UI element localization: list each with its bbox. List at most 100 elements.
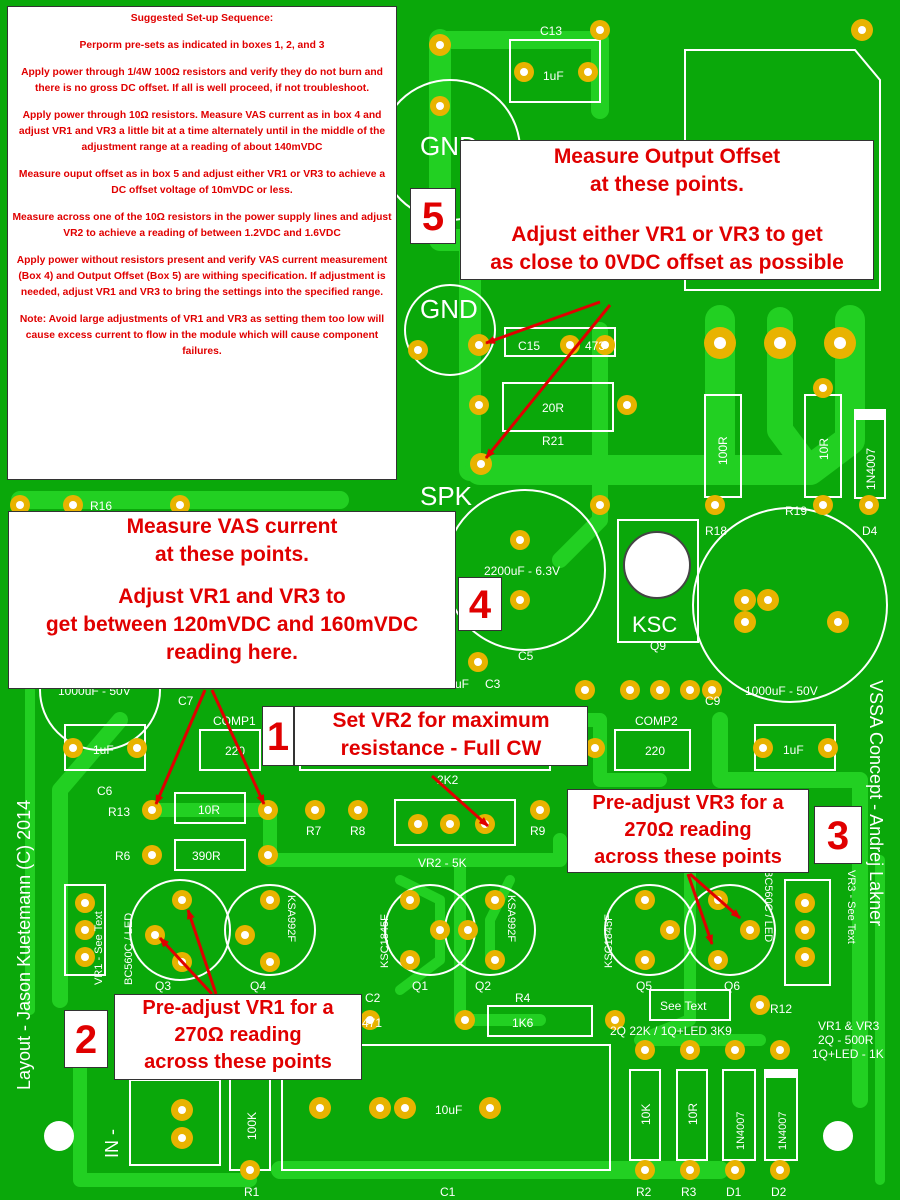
- r13-label: R13: [108, 805, 130, 819]
- vr-note-1: VR1 & VR3: [818, 1019, 880, 1033]
- setup-step: Measure across one of the 10Ω resistors …: [12, 212, 392, 239]
- c9-label: C9: [705, 694, 721, 708]
- vr-note-2: 2Q - 500R: [818, 1033, 874, 1047]
- setup-step: Apply power without resistors present an…: [16, 255, 388, 298]
- q2-label: Q2: [475, 979, 491, 993]
- q4-type: KSA992F: [285, 895, 297, 942]
- box1-line: Set VR2 for maximum: [332, 709, 550, 732]
- r9-label: R9: [530, 824, 546, 838]
- concept-credit: VSSA Concept - Andrej Lakner: [866, 680, 886, 926]
- arrow-vr1-a: [158, 936, 214, 996]
- q6-type: BC560C / LED: [762, 870, 774, 942]
- d2-value: 1N4007: [777, 1111, 789, 1150]
- arrow-vas-a: [154, 689, 207, 805]
- r1-value: 100K: [245, 1112, 259, 1140]
- d4-label: D4: [862, 524, 878, 538]
- box4-line: Measure VAS current: [126, 515, 338, 538]
- d2-label: D2: [771, 1185, 787, 1199]
- arrow-vas-b: [210, 689, 266, 805]
- box-number-2: 2: [64, 1010, 108, 1068]
- q3-type: BC560C / LED: [123, 913, 135, 985]
- r12-label: R12: [770, 1002, 792, 1016]
- box3-line: Pre-adjust VR3 for a: [592, 792, 784, 814]
- box3-line: 270Ω reading: [624, 819, 752, 841]
- q3-label: Q3: [155, 979, 171, 993]
- r16-label: R16: [90, 499, 112, 513]
- q2-type: KSA992F: [505, 895, 517, 942]
- box4-spacer: [9, 569, 455, 583]
- c2-value: 471: [362, 1016, 382, 1030]
- q5-type: KSC1845F: [603, 914, 615, 968]
- r3-value: 10R: [686, 1103, 700, 1125]
- setup-sequence-note: Suggested Set-up Sequence: Perporm pre-s…: [7, 6, 397, 480]
- c2-label: C2: [365, 991, 381, 1005]
- setup-step: Perporm pre-sets as indicated in boxes 1…: [79, 40, 325, 51]
- diode-band-icon: [765, 1070, 797, 1078]
- vr-note-3: 1Q+LED - 1K: [812, 1047, 884, 1061]
- arrow-vr3-a: [686, 873, 714, 945]
- in-label: IN -: [102, 1129, 122, 1158]
- arrow-offset-b: [484, 304, 612, 459]
- r21-label: R21: [542, 434, 564, 448]
- arrow-vr1-b: [186, 909, 218, 995]
- r4-label: R4: [515, 991, 531, 1005]
- vas-current-note: Measure VAS current at these points. Adj…: [8, 511, 456, 689]
- output-offset-note: Measure Output Offset at these points. A…: [460, 140, 874, 280]
- q9-label: Q9: [650, 639, 666, 653]
- variant-note: 2Q 22K / 1Q+LED 3K9: [610, 1024, 732, 1038]
- r6-label: R6: [115, 849, 131, 863]
- r21-value: 20R: [542, 401, 564, 415]
- ksc-label: KSC: [632, 612, 677, 637]
- q4-label: Q4: [250, 979, 266, 993]
- box3-line: across these points: [594, 846, 782, 868]
- setup-step: Measure ouput offset as in box 5 and adj…: [18, 169, 386, 196]
- c7-label: C7: [178, 694, 194, 708]
- r3-label: R3: [681, 1185, 697, 1199]
- box4-line: reading here.: [166, 641, 298, 664]
- c1-label: C1: [440, 1185, 456, 1199]
- c15-label: C15: [518, 339, 540, 353]
- c3-value: uF: [455, 677, 469, 691]
- r2-value: 10K: [639, 1104, 653, 1125]
- d4-value: 1N4007: [864, 448, 878, 490]
- q1-label: Q1: [412, 979, 428, 993]
- box1-line: resistance - Full CW: [340, 737, 542, 760]
- box4-line: get between 120mVDC and 160mVDC: [45, 613, 419, 636]
- box5-spacer: [461, 199, 873, 221]
- r4-value: 1K6: [512, 1016, 534, 1030]
- box2-line: 270Ω reading: [174, 1024, 302, 1046]
- c3-label: C3: [485, 677, 501, 691]
- vr2-label: VR2 - 5K: [418, 856, 467, 870]
- layout-credit: Layout - Jason Kuetemann (C) 2014: [14, 800, 34, 1090]
- box5-line: at these points.: [589, 173, 745, 196]
- comp2-label: COMP2: [635, 714, 678, 728]
- vr2-setting-note: Set VR2 for maximum resistance - Full CW: [294, 706, 588, 766]
- c15-value: 473: [585, 339, 605, 353]
- c6-value: 1uF: [93, 743, 114, 757]
- r19-label: R19: [785, 504, 807, 518]
- box5-line: Measure Output Offset: [553, 145, 781, 168]
- vr3-preadjust-note: Pre-adjust VR3 for a 270Ω reading across…: [567, 789, 809, 873]
- c10-value: 220: [645, 744, 665, 758]
- box4-line: at these points.: [154, 543, 310, 566]
- vr1-see-text: VR1 - See Text: [93, 911, 105, 985]
- box5-line: as close to 0VDC offset as possible: [490, 251, 844, 274]
- c5-label: C5: [518, 649, 534, 663]
- solder-pads: [10, 19, 879, 1180]
- q6-label: Q6: [724, 979, 740, 993]
- box2-line: Pre-adjust VR1 for a: [142, 997, 334, 1019]
- q9-transistor-icon: [623, 531, 691, 599]
- r1-label: R1: [244, 1185, 260, 1199]
- r13-value: 10R: [198, 803, 220, 817]
- setup-title: Suggested Set-up Sequence:: [130, 13, 274, 24]
- diode-band-icon: [855, 410, 885, 420]
- big-cap-value: 1000uF - 50V: [745, 684, 818, 698]
- box-number-3: 3: [814, 806, 862, 864]
- d1-label: D1: [726, 1185, 742, 1199]
- r19-value: 10R: [817, 438, 831, 460]
- setup-step: Apply power through 10Ω resistors. Measu…: [18, 110, 386, 153]
- r2-label: R2: [636, 1185, 652, 1199]
- spk-label: SPK: [420, 481, 473, 511]
- c5-value: 2200uF - 6.3V: [484, 564, 560, 578]
- arrow-vr2: [431, 774, 489, 828]
